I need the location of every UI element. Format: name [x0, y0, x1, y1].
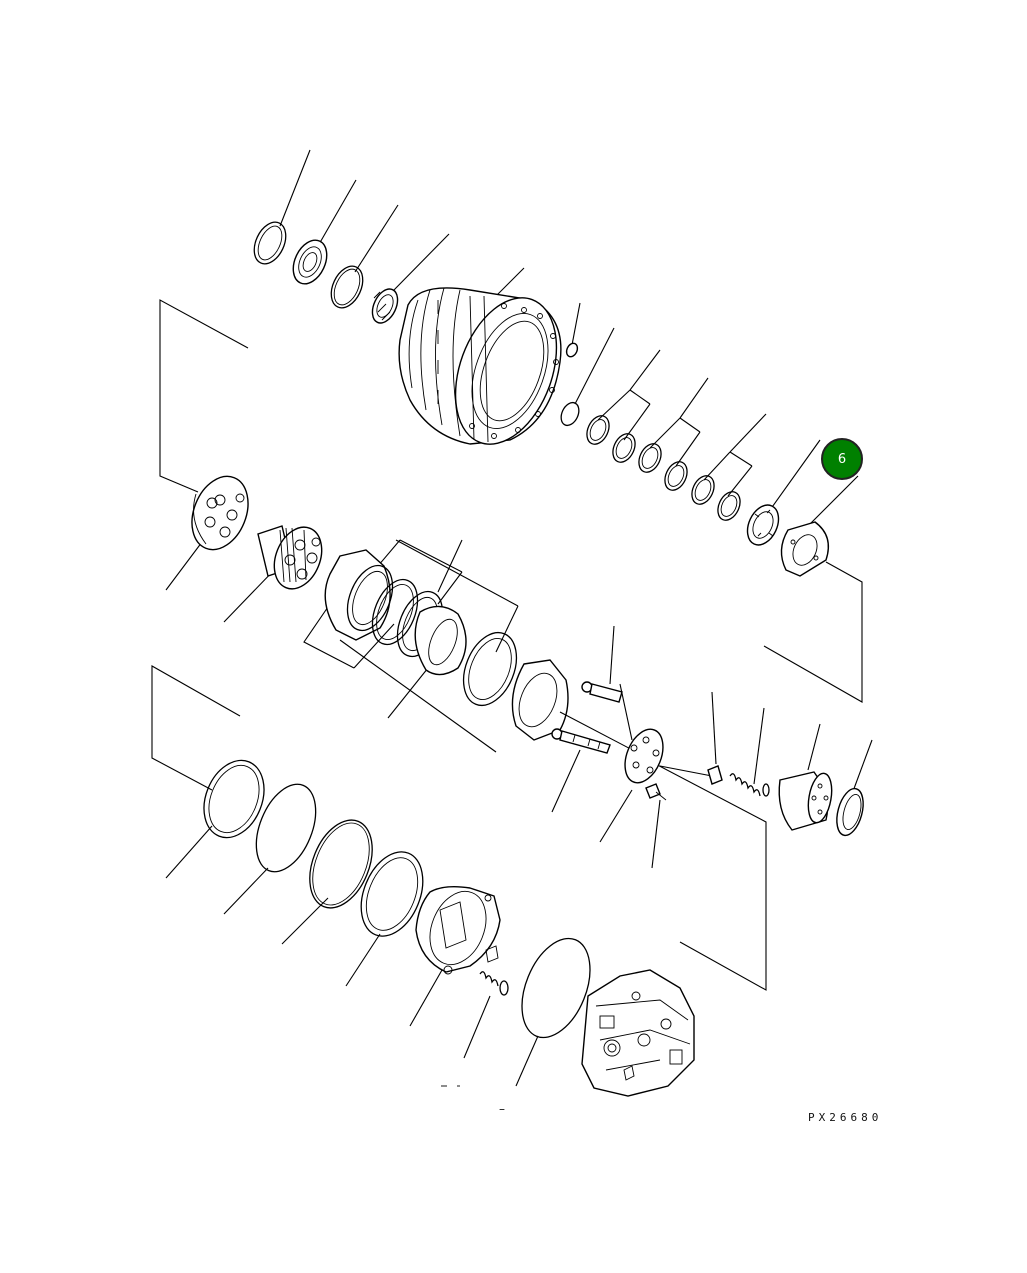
leader-lines-top	[279, 149, 581, 346]
check-pin	[581, 681, 623, 703]
bolt	[645, 783, 667, 801]
spring-1	[729, 773, 770, 797]
o-ring-large-1	[203, 759, 265, 839]
seal-top	[371, 288, 399, 324]
valve-plate	[624, 728, 664, 784]
shim-rings	[586, 415, 741, 521]
cylinder-block	[778, 771, 833, 831]
bearing-top	[292, 239, 328, 285]
gear-shaft	[257, 525, 323, 590]
motor-body	[581, 969, 695, 1097]
small-block	[707, 765, 723, 785]
footer-mark: –	[499, 1102, 505, 1116]
plug-small	[565, 342, 579, 358]
leader-lines-middle	[165, 533, 519, 753]
retainer-plate	[780, 521, 830, 577]
o-ring-large-3	[309, 819, 373, 909]
drawing-number: PX26680	[808, 1111, 883, 1124]
leader-lines-shims	[574, 327, 859, 529]
bracket-lines	[151, 299, 863, 991]
callout-number: 6	[837, 451, 847, 467]
brake-plate-large	[511, 659, 569, 741]
planet-bearing	[191, 475, 249, 551]
o-ring-cover	[521, 937, 591, 1039]
snap-ring-2	[560, 401, 580, 427]
o-ring-top	[330, 265, 364, 309]
snap-ring-1	[253, 221, 287, 265]
housing	[398, 287, 562, 445]
bearing-right	[746, 504, 780, 546]
valve-cover	[415, 885, 501, 975]
leader-lines-bottom	[165, 825, 539, 1087]
end-cap	[836, 787, 864, 837]
o-ring-large-4	[360, 851, 424, 937]
friction-plates	[324, 549, 518, 707]
part-callout-6[interactable]: 6	[821, 438, 863, 480]
o-ring-large-2	[255, 783, 317, 873]
spring-2	[479, 971, 509, 996]
spool-rod	[551, 728, 611, 754]
